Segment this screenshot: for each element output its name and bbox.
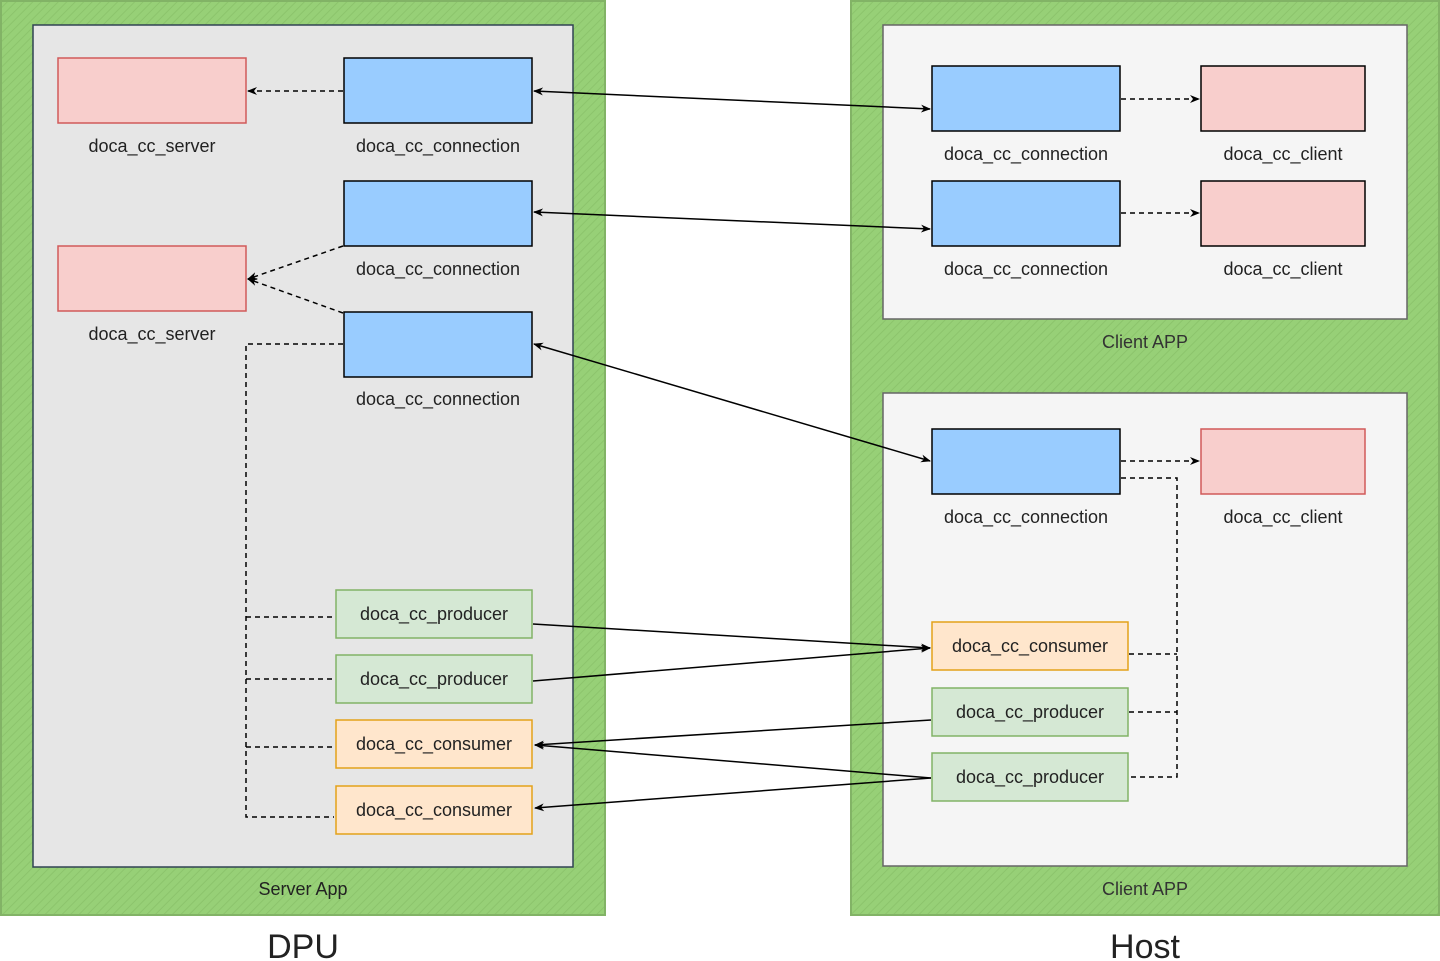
connection-node (931, 180, 1121, 247)
client-node (1200, 65, 1366, 132)
server-label: doca_cc_server (88, 324, 215, 345)
connection-node (343, 180, 533, 247)
connection-label: doca_cc_connection (944, 507, 1108, 528)
producer-label: doca_cc_producer (956, 702, 1104, 723)
dpu-label: DPU (267, 928, 339, 961)
server-node (57, 245, 247, 312)
bidirectional-arrow (533, 87, 931, 113)
dashed-arrow (247, 245, 344, 280)
consumer-node: doca_cc_consumer (931, 621, 1129, 671)
client-label: doca_cc_client (1223, 144, 1342, 165)
data-arrow (532, 644, 931, 682)
dashed-edges (245, 87, 1200, 818)
connection-label: doca_cc_connection (944, 259, 1108, 280)
client-label: doca_cc_client (1223, 507, 1342, 528)
consumer-label: doca_cc_consumer (356, 734, 512, 755)
server-label: doca_cc_server (88, 136, 215, 157)
connection-label: doca_cc_connection (356, 136, 520, 157)
producer-label: doca_cc_producer (956, 767, 1104, 788)
producer-node: doca_cc_producer (335, 654, 533, 704)
bidirectional-arrow (533, 342, 931, 463)
bidirectional-arrow (533, 208, 931, 233)
connection-node (343, 311, 533, 378)
consumer-node: doca_cc_consumer (335, 785, 533, 835)
data-arrow (532, 623, 931, 652)
client-app-label: Client APP (1102, 879, 1188, 899)
consumer-label: doca_cc_consumer (356, 800, 512, 821)
consumer-node: doca_cc_consumer (335, 719, 533, 769)
host-label: Host (1110, 928, 1180, 961)
client-node (1200, 180, 1366, 247)
client-app-label: Client APP (1102, 332, 1188, 352)
data-arrow (534, 741, 932, 779)
connection-node (343, 57, 533, 124)
dashed-link (245, 343, 343, 818)
connection-node (931, 65, 1121, 132)
connection-node (931, 428, 1121, 495)
server-app-label: Server App (258, 879, 347, 899)
producer-node: doca_cc_producer (335, 589, 533, 639)
producer-node: doca_cc_producer (931, 687, 1129, 737)
dashed-arrow (247, 278, 344, 314)
producer-label: doca_cc_producer (360, 604, 508, 625)
consumer-label: doca_cc_consumer (952, 636, 1108, 657)
solid-edges (532, 87, 932, 812)
connection-label: doca_cc_connection (356, 389, 520, 410)
server-node (57, 57, 247, 124)
data-arrow (534, 719, 932, 749)
producer-node: doca_cc_producer (931, 752, 1129, 802)
client-label: doca_cc_client (1223, 259, 1342, 280)
client-node (1200, 428, 1366, 495)
connection-label: doca_cc_connection (356, 259, 520, 280)
connection-label: doca_cc_connection (944, 144, 1108, 165)
producer-label: doca_cc_producer (360, 669, 508, 690)
dashed-link (1121, 477, 1178, 778)
data-arrow (534, 777, 932, 812)
